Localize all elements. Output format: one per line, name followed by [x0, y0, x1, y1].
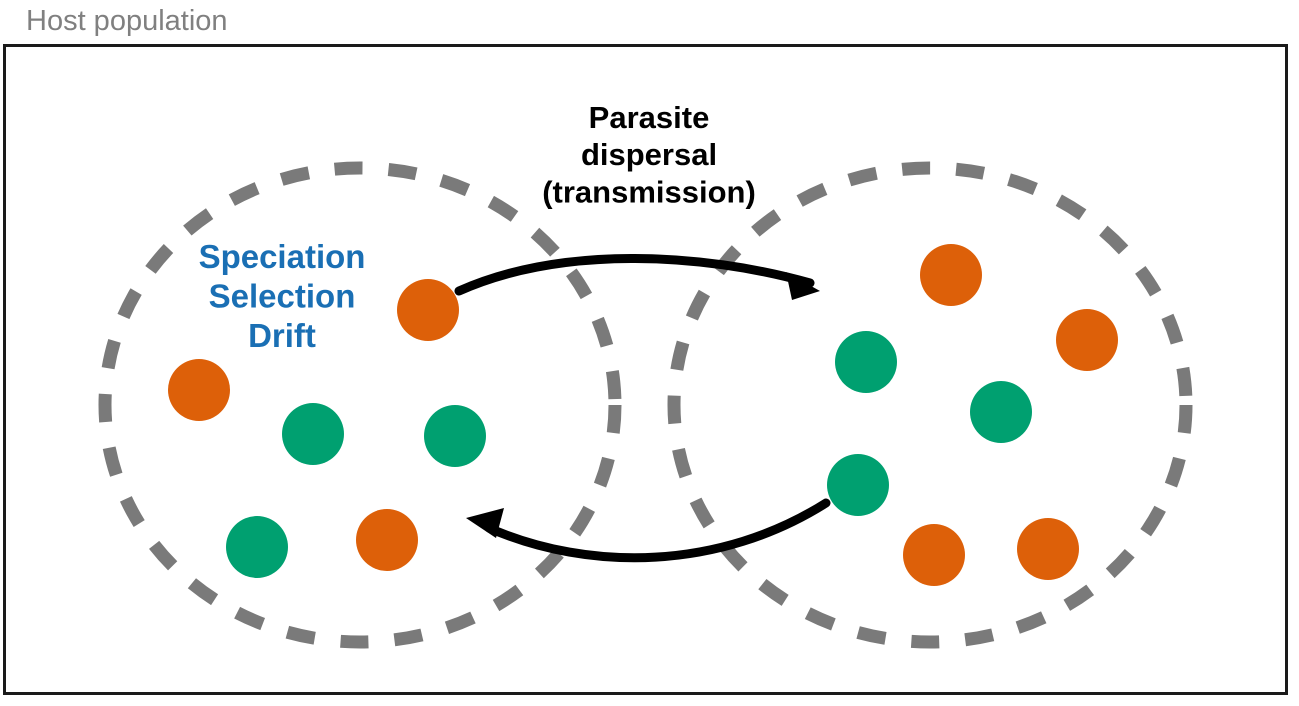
- evolution-forces-label-line-1: Speciation: [199, 238, 366, 275]
- orange-dot-1: [397, 279, 459, 341]
- parasite-dispersal-label-line-1: Parasite: [589, 100, 710, 135]
- orange-dot-6: [903, 524, 965, 586]
- teal-dot-4: [835, 331, 897, 393]
- population-circle-group: [98, 161, 1193, 649]
- parasite-dot-group: [168, 244, 1118, 586]
- teal-dot-2: [424, 405, 486, 467]
- orange-dot-5: [1056, 309, 1118, 371]
- left-host-population: [98, 161, 622, 649]
- teal-dot-6: [827, 454, 889, 516]
- page-title: Host population: [26, 5, 228, 37]
- teal-dot-5: [970, 381, 1032, 443]
- dispersal-arrow-leftward-head-icon: [466, 508, 504, 538]
- orange-dot-3: [356, 509, 418, 571]
- dispersal-arrow-rightward-head-icon: [786, 272, 820, 300]
- dispersal-arrow-leftward-line: [484, 498, 831, 563]
- orange-dot-2: [168, 359, 230, 421]
- dispersal-arrow-rightward-line: [454, 254, 815, 296]
- transmission-arrow-group: [454, 254, 831, 563]
- evolution-forces-label-line-2: Selection: [209, 278, 356, 315]
- evolution-forces-label-line-3: Drift: [248, 317, 316, 354]
- parasite-dispersal-label-line-3: (transmission): [542, 174, 756, 209]
- orange-dot-7: [1017, 518, 1079, 580]
- orange-dot-4: [920, 244, 982, 306]
- parasite-dispersal-label-line-2: dispersal: [581, 137, 717, 172]
- right-host-population: [667, 161, 1193, 649]
- teal-dot-1: [282, 403, 344, 465]
- teal-dot-3: [226, 516, 288, 578]
